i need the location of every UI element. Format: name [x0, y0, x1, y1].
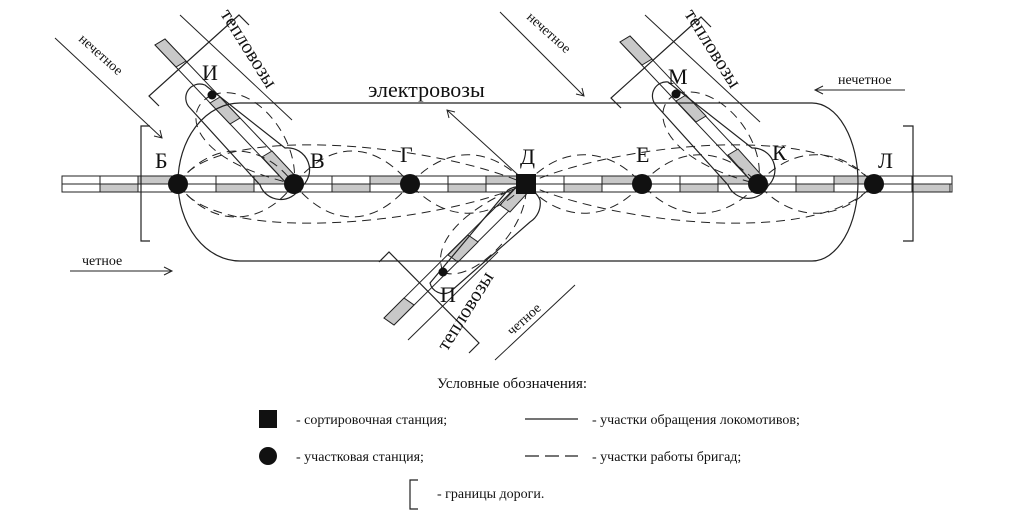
label-l: Л — [878, 148, 893, 173]
label-diesel-top-right: тепловозы — [680, 5, 746, 92]
branch-track-i — [154, 38, 300, 187]
locomotive-sections — [177, 81, 859, 295]
legend-sorting-station-symbol — [259, 410, 277, 428]
road-borders — [140, 14, 914, 354]
station-l — [864, 174, 884, 194]
station-e — [632, 174, 652, 194]
label-odd-right: нечетное — [838, 73, 892, 88]
label-e: Е — [636, 142, 649, 167]
station-d — [516, 174, 536, 194]
label-even-left: четное — [82, 254, 122, 269]
station-k — [748, 174, 768, 194]
legend-border-symbol — [409, 479, 418, 510]
station-p — [438, 267, 448, 277]
label-b: Б — [155, 148, 168, 173]
legend-district-station: - участковая станция; — [296, 450, 424, 465]
branch-track-m — [619, 35, 765, 185]
station-b — [168, 174, 188, 194]
station-m — [671, 89, 681, 99]
label-odd-top-middle: нечетное — [523, 10, 573, 57]
legend-sorting-station: - сортировочная станция; — [296, 413, 447, 428]
label-i: И — [202, 60, 218, 85]
label-m: М — [668, 64, 688, 89]
label-diesel-bottom: тепловозы — [433, 268, 499, 355]
legend-crew-sections: - участки работы бригад; — [592, 450, 741, 465]
station-v — [284, 174, 304, 194]
label-p: П — [440, 282, 456, 307]
label-k: К — [772, 140, 787, 165]
station-i — [207, 90, 217, 100]
legend-loco-sections: - участки обращения локомотивов; — [592, 413, 800, 428]
diesel-loop-i — [185, 83, 311, 201]
label-v: В — [310, 148, 325, 173]
legend: Условные обозначения: - сортировочная ст… — [259, 376, 800, 510]
label-odd-top-left: нечетное — [75, 32, 125, 79]
label-even-bottom: четное — [505, 301, 545, 339]
main-track — [61, 175, 953, 193]
branch-track-p — [383, 180, 533, 326]
station-g — [400, 174, 420, 194]
station-labels: Б В Г Д Е К Л И М П — [155, 60, 893, 307]
label-g: Г — [400, 142, 413, 167]
stations — [168, 89, 884, 277]
legend-road-borders: - границы дороги. — [437, 487, 544, 502]
direction-arrows — [54, 11, 905, 361]
diesel-loop-m — [651, 81, 776, 199]
electric-loco-loop — [177, 102, 859, 262]
legend-title: Условные обозначения: — [437, 376, 587, 392]
label-electric: электровозы — [368, 77, 485, 102]
legend-district-station-symbol — [259, 447, 277, 465]
label-d: Д — [520, 144, 535, 169]
